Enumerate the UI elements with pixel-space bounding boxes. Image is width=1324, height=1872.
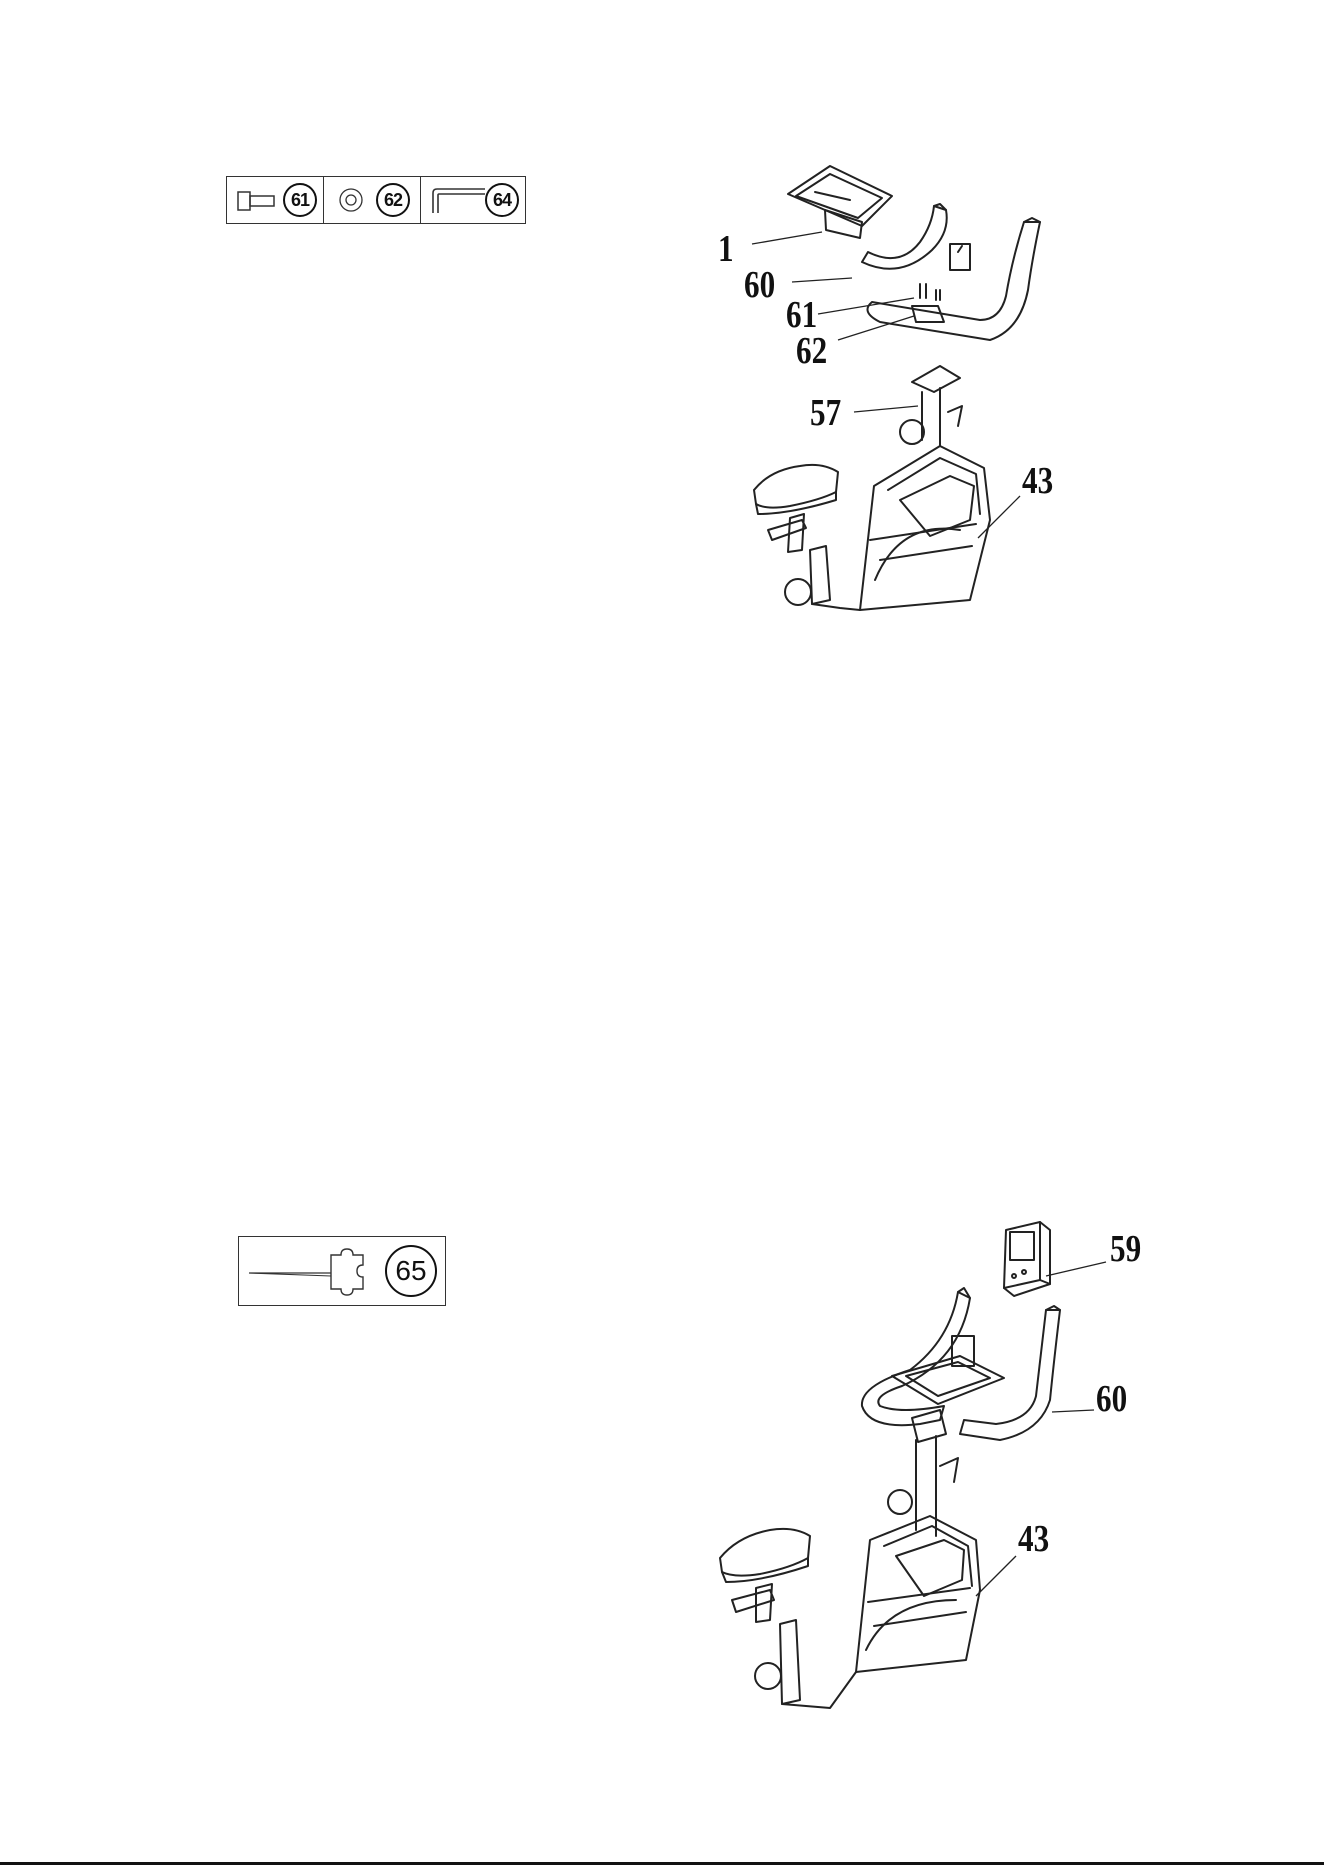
- part-43-frame: [856, 1516, 980, 1672]
- callout-part-59: 59: [1110, 1230, 1141, 1268]
- callout-part-60: 60: [1096, 1380, 1127, 1418]
- part-59-console: [1004, 1222, 1050, 1296]
- callout-part-43: 43: [1018, 1520, 1049, 1558]
- handlebar-post: [888, 1436, 958, 1536]
- part-60-handlebar: [862, 1288, 1060, 1442]
- page-bottom-rule: [0, 1862, 1324, 1865]
- seat-assembly: [720, 1529, 856, 1708]
